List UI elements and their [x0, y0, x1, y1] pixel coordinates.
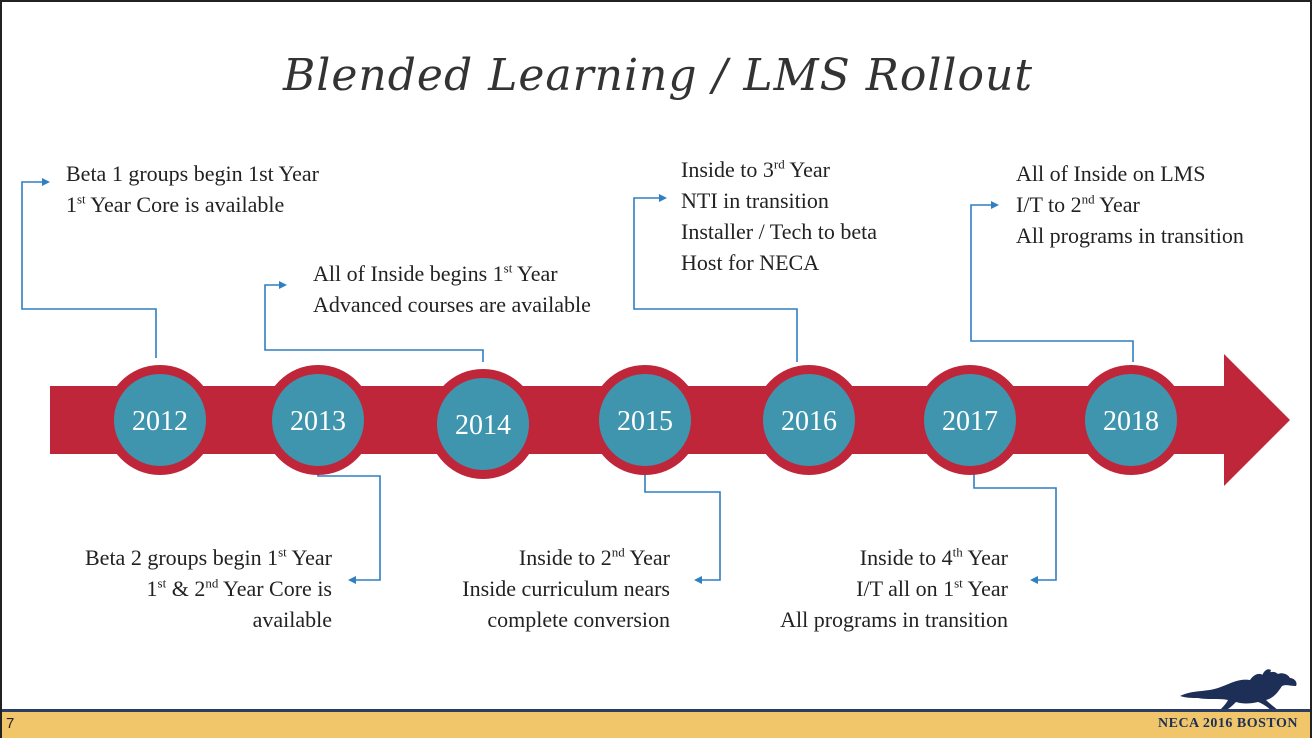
- connector-2018: [970, 201, 1134, 362]
- note-2016-line-3: Installer / Tech to beta: [681, 219, 877, 244]
- page-number: 7: [6, 715, 15, 732]
- connector-2016: [633, 194, 798, 362]
- note-2012: Beta 1 groups begin 1st Year 1st Year Co…: [66, 158, 319, 220]
- note-2014-line-1: All of Inside begins 1st Year: [313, 260, 558, 286]
- year-label-2018: 2018: [1103, 406, 1159, 437]
- note-2013-line-3: available: [252, 607, 332, 632]
- year-circle-2013: 2013: [263, 365, 373, 475]
- connector-2014: [264, 281, 484, 362]
- year-circles: 2012 2013 2014 2015 2016: [105, 365, 1186, 479]
- year-circle-2018: 2018: [1076, 365, 1186, 475]
- note-2014-line-2: Advanced courses are available: [313, 292, 591, 317]
- year-circle-2012: 2012: [105, 365, 215, 475]
- note-2016: Inside to 3rd Year NTI in transition Ins…: [681, 154, 877, 278]
- note-2015: Inside to 2nd Year Inside curriculum nea…: [462, 542, 670, 635]
- connector-2012: [21, 178, 157, 358]
- note-2018-line-3: All programs in transition: [1016, 223, 1244, 248]
- connector-2017: [973, 472, 1057, 584]
- note-2014: All of Inside begins 1st Year Advanced c…: [313, 258, 591, 320]
- year-circle-2016: 2016: [754, 365, 864, 475]
- note-2015-line-3: complete conversion: [487, 607, 670, 632]
- note-2017-line-1: Inside to 4th Year: [859, 544, 1008, 570]
- year-label-2012: 2012: [132, 406, 188, 437]
- note-2012-line-1: Beta 1 groups begin 1st Year: [66, 161, 319, 186]
- note-2016-line-4: Host for NECA: [681, 250, 820, 275]
- year-circle-2015: 2015: [590, 365, 700, 475]
- connector-2015: [644, 472, 721, 584]
- note-2018-line-1: All of Inside on LMS: [1016, 161, 1206, 186]
- footer-brand: NECA 2016 BOSTON: [1158, 716, 1298, 731]
- note-2017-line-3: All programs in transition: [780, 607, 1008, 632]
- note-2017: Inside to 4th Year I/T all on 1st Year A…: [780, 542, 1008, 635]
- horse-rider-logo-icon: [1180, 669, 1297, 712]
- note-2013-line-2: 1st & 2nd Year Core is: [146, 575, 332, 601]
- note-2012-line-2: 1st Year Core is available: [66, 191, 285, 217]
- year-circle-2014: 2014: [428, 369, 538, 479]
- note-2016-line-1: Inside to 3rd Year: [681, 156, 830, 182]
- note-2018-line-2: I/T to 2nd Year: [1016, 191, 1140, 217]
- note-2015-line-1: Inside to 2nd Year: [518, 544, 670, 570]
- note-2013: Beta 2 groups begin 1st Year 1st & 2nd Y…: [85, 542, 332, 635]
- year-label-2014: 2014: [455, 410, 511, 441]
- note-2013-line-1: Beta 2 groups begin 1st Year: [85, 544, 332, 570]
- year-label-2016: 2016: [781, 406, 837, 437]
- year-label-2017: 2017: [942, 406, 998, 437]
- note-2015-line-2: Inside curriculum nears: [462, 576, 670, 601]
- note-2017-line-2: I/T all on 1st Year: [856, 575, 1008, 601]
- year-label-2013: 2013: [290, 406, 346, 437]
- year-circle-2017: 2017: [915, 365, 1025, 475]
- footer-bar: 7 NECA 2016 BOSTON: [2, 709, 1310, 738]
- note-2018: All of Inside on LMS I/T to 2nd Year All…: [1016, 158, 1244, 251]
- note-2016-line-2: NTI in transition: [681, 188, 829, 213]
- slide-title: Blended Learning / LMS Rollout: [282, 50, 1034, 101]
- year-label-2015: 2015: [617, 406, 673, 437]
